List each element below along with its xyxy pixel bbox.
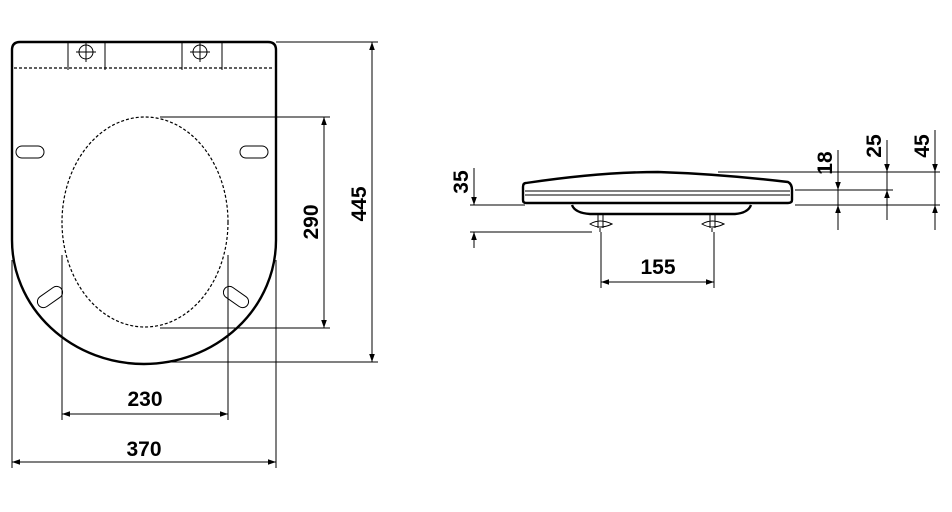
- lid-outline: [521, 170, 794, 205]
- seat-outline: [10, 40, 278, 366]
- dim-label-445: 445: [348, 186, 371, 221]
- dim-label-290: 290: [300, 204, 323, 239]
- hinge-right: [181, 42, 223, 70]
- top-view: 230 370 290 445: [10, 40, 378, 468]
- hinge-pin-left: [589, 214, 614, 232]
- bumper-slot: [36, 285, 64, 309]
- seat-underside: [570, 204, 753, 216]
- hinge-left: [67, 42, 106, 70]
- dim-label-155: 155: [640, 256, 675, 279]
- dim-label-25: 25: [863, 134, 886, 158]
- dim-label-230: 230: [127, 388, 162, 411]
- side-view: 35 155 18 25 45: [450, 130, 940, 288]
- bumper-slot: [239, 145, 269, 159]
- hinge-pin-right: [701, 214, 726, 232]
- bumper-slot: [222, 285, 250, 309]
- bumper-slot: [15, 145, 45, 159]
- dim-label-18: 18: [814, 151, 837, 175]
- inner-opening: [61, 116, 229, 328]
- dim-label-370: 370: [126, 438, 161, 461]
- dim-label-45: 45: [911, 134, 934, 158]
- dim-label-35: 35: [450, 170, 473, 194]
